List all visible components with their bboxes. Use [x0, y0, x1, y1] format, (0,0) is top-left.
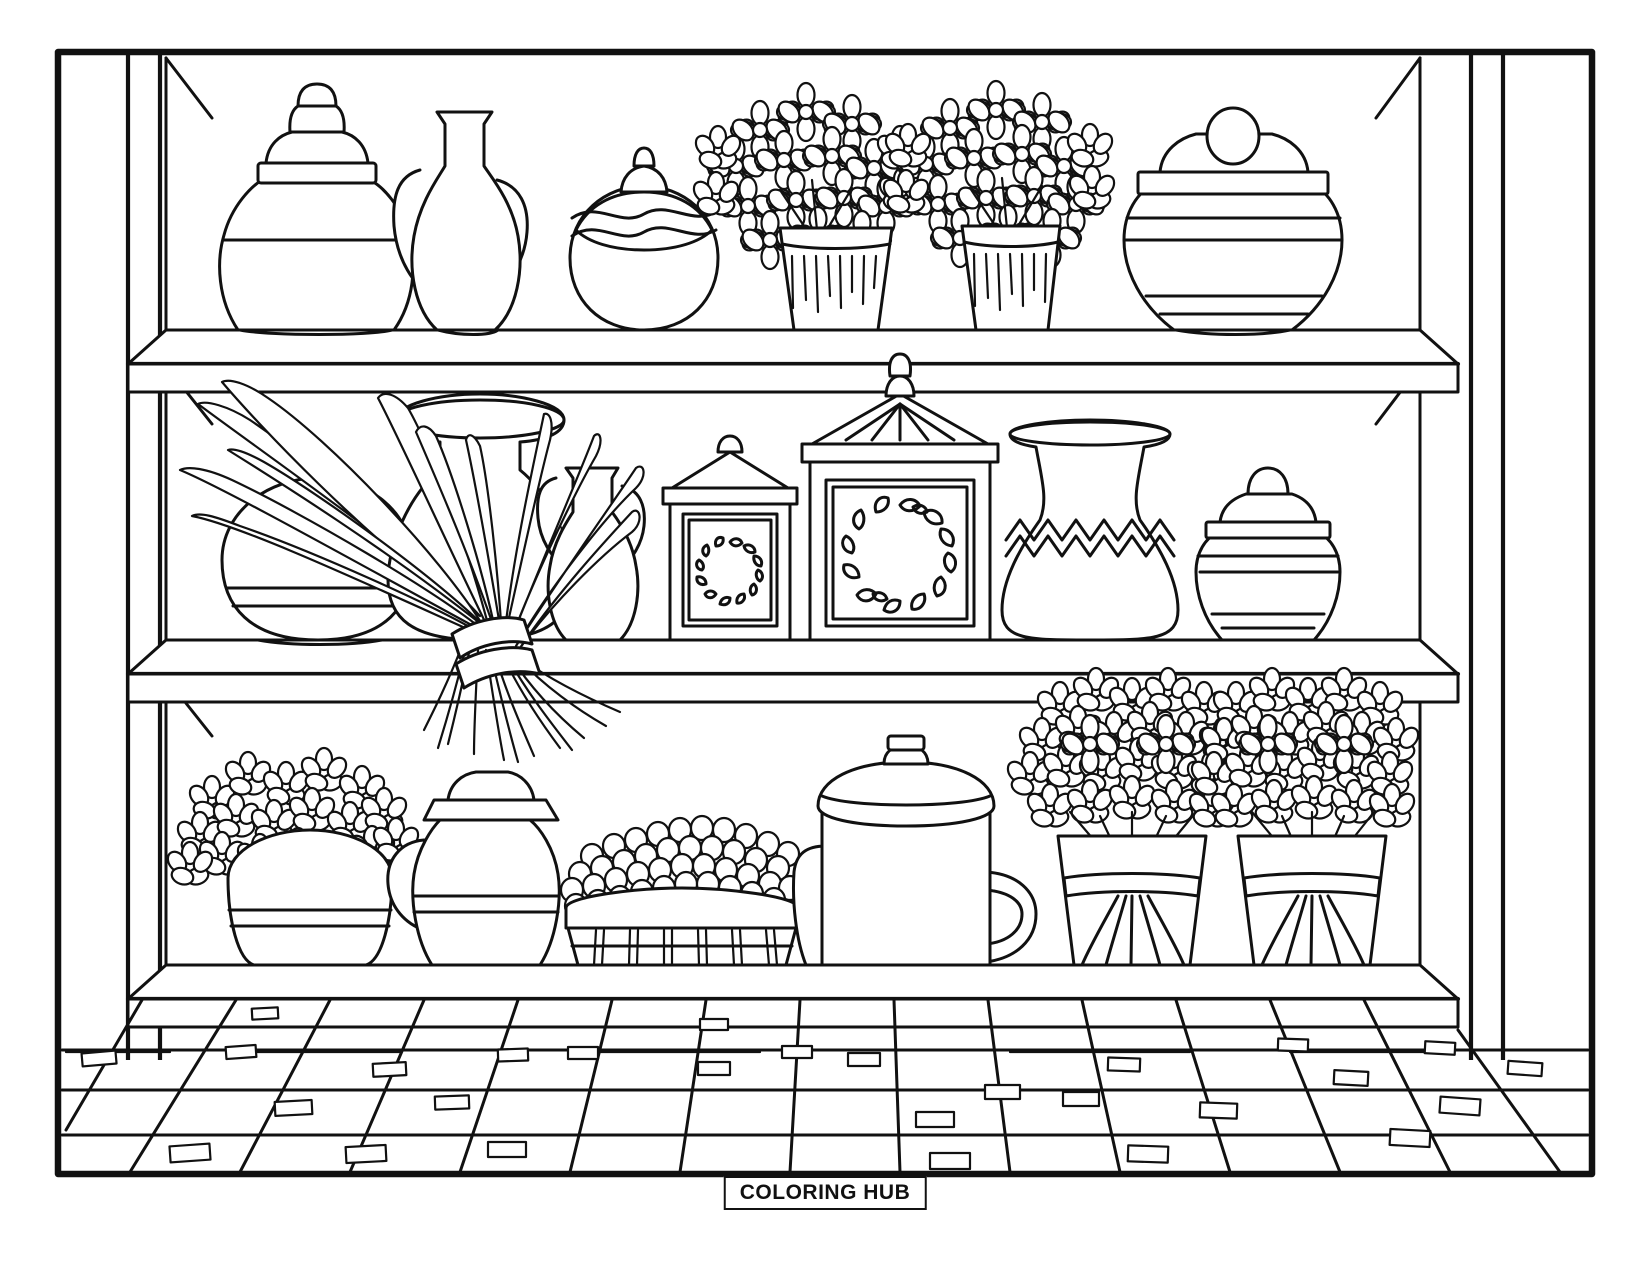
- item-handled-jug: [386, 770, 561, 967]
- item-flower-pot-left: [689, 81, 929, 332]
- item-striped-lidded-pot: [1122, 106, 1344, 336]
- bottom-shelf-board: [125, 963, 1461, 1029]
- wreath-large: [841, 495, 957, 614]
- watermark-coloring-hub: COLORING HUB: [723, 1176, 927, 1210]
- bundle-leaves: [178, 379, 645, 650]
- item-bouquet-pot-right: [1187, 666, 1423, 967]
- item-large-wreath-canister: [800, 352, 1000, 642]
- shelf-left-post: [125, 52, 163, 1073]
- item-flower-pot-right: [879, 79, 1119, 332]
- item-teapot: [792, 734, 1038, 967]
- item-two-handle-vase: [392, 110, 529, 336]
- item-flower-vase-banded: [163, 746, 423, 967]
- item-bouquet-pot-left: [1003, 666, 1249, 967]
- item-lidded-round-jar: [218, 82, 415, 336]
- wreath-small: [695, 536, 764, 607]
- tiled-floor: [60, 998, 1590, 1174]
- item-striped-lidded-jar: [1194, 466, 1342, 642]
- item-wheat-bundle: [178, 379, 645, 764]
- item-small-wreath-canister: [661, 434, 799, 642]
- shelf-right-post: [1468, 52, 1506, 1075]
- item-berry-basket: [559, 814, 803, 967]
- item-wave-pattern-pot: [568, 146, 720, 332]
- item-zigzag-vase: [1000, 418, 1180, 642]
- top-shelf-board: [125, 328, 1461, 394]
